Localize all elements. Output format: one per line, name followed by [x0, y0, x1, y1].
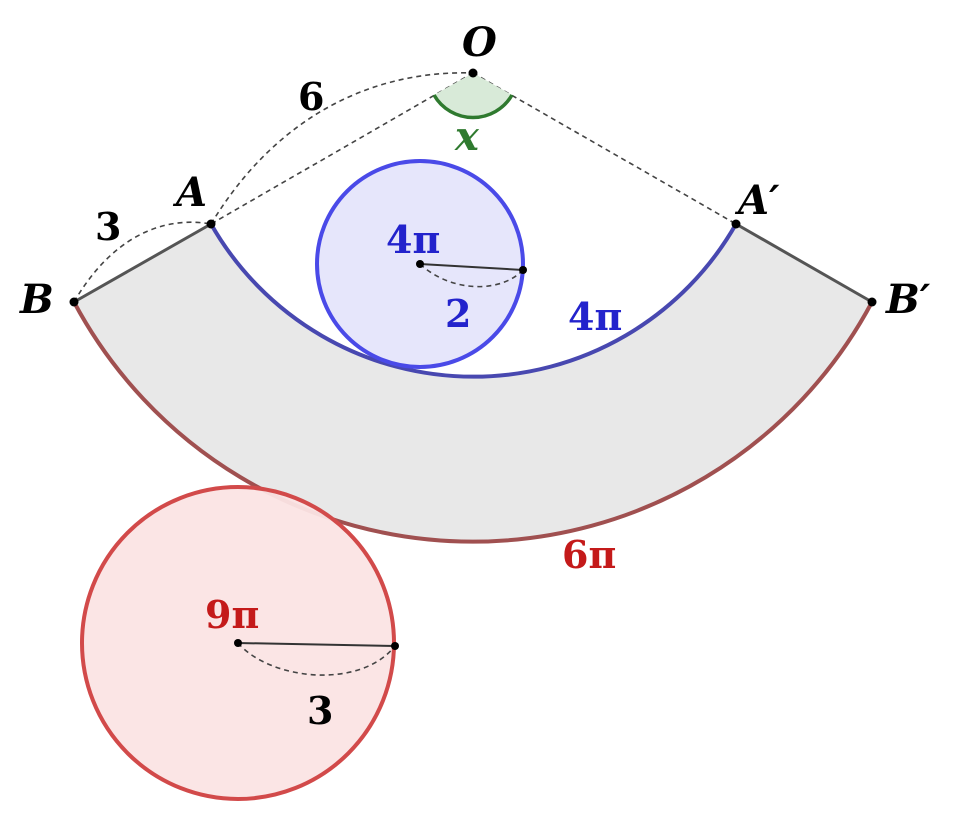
small-circle-radius: [419, 263, 524, 271]
angle-label: x: [454, 113, 480, 160]
small-circle-radius-label: 2: [445, 291, 471, 336]
point-A-prime: [731, 219, 741, 229]
point-A: [206, 219, 216, 229]
label-A: A: [172, 169, 207, 216]
label-A-prime: A′: [734, 177, 780, 224]
length-AB-label: 3: [95, 204, 121, 249]
large-circle-radius: [237, 642, 396, 647]
angle-arc: [432, 94, 514, 120]
small-radius-dashed-arc: [419, 263, 524, 288]
dashed-radius-O-A-prime: [472, 72, 737, 225]
outer-arc-length-label: 6π: [562, 532, 616, 577]
small-circle-edge-point: [519, 266, 527, 274]
label-B-prime: B′: [885, 276, 931, 323]
angle-sector: [434, 73, 512, 118]
point-O: [468, 68, 478, 78]
inner-arc: [209, 223, 738, 379]
segment-A-B: [73, 222, 212, 304]
point-B-prime: [867, 297, 877, 307]
large-circle-edge-point: [391, 642, 399, 650]
point-B: [69, 297, 79, 307]
label-O: O: [462, 19, 497, 66]
dashed-arc-length-3: [73, 221, 212, 303]
large-circle-center: [234, 639, 242, 647]
large-radius-dashed-arc: [237, 642, 396, 676]
inner-arc-length-label: 4π: [568, 294, 622, 339]
small-circle-area-label: 4π: [386, 217, 440, 262]
small-circle-center: [416, 260, 424, 268]
segment-A-prime-B-prime: [735, 222, 873, 304]
dashed-arc-length-6: [210, 72, 474, 225]
large-circle-area-label: 9π: [205, 592, 259, 637]
large-circle-radius-label: 3: [307, 688, 333, 733]
length-OA-label: 6: [298, 74, 324, 119]
outer-arc: [72, 301, 874, 544]
label-B: B: [19, 276, 54, 323]
